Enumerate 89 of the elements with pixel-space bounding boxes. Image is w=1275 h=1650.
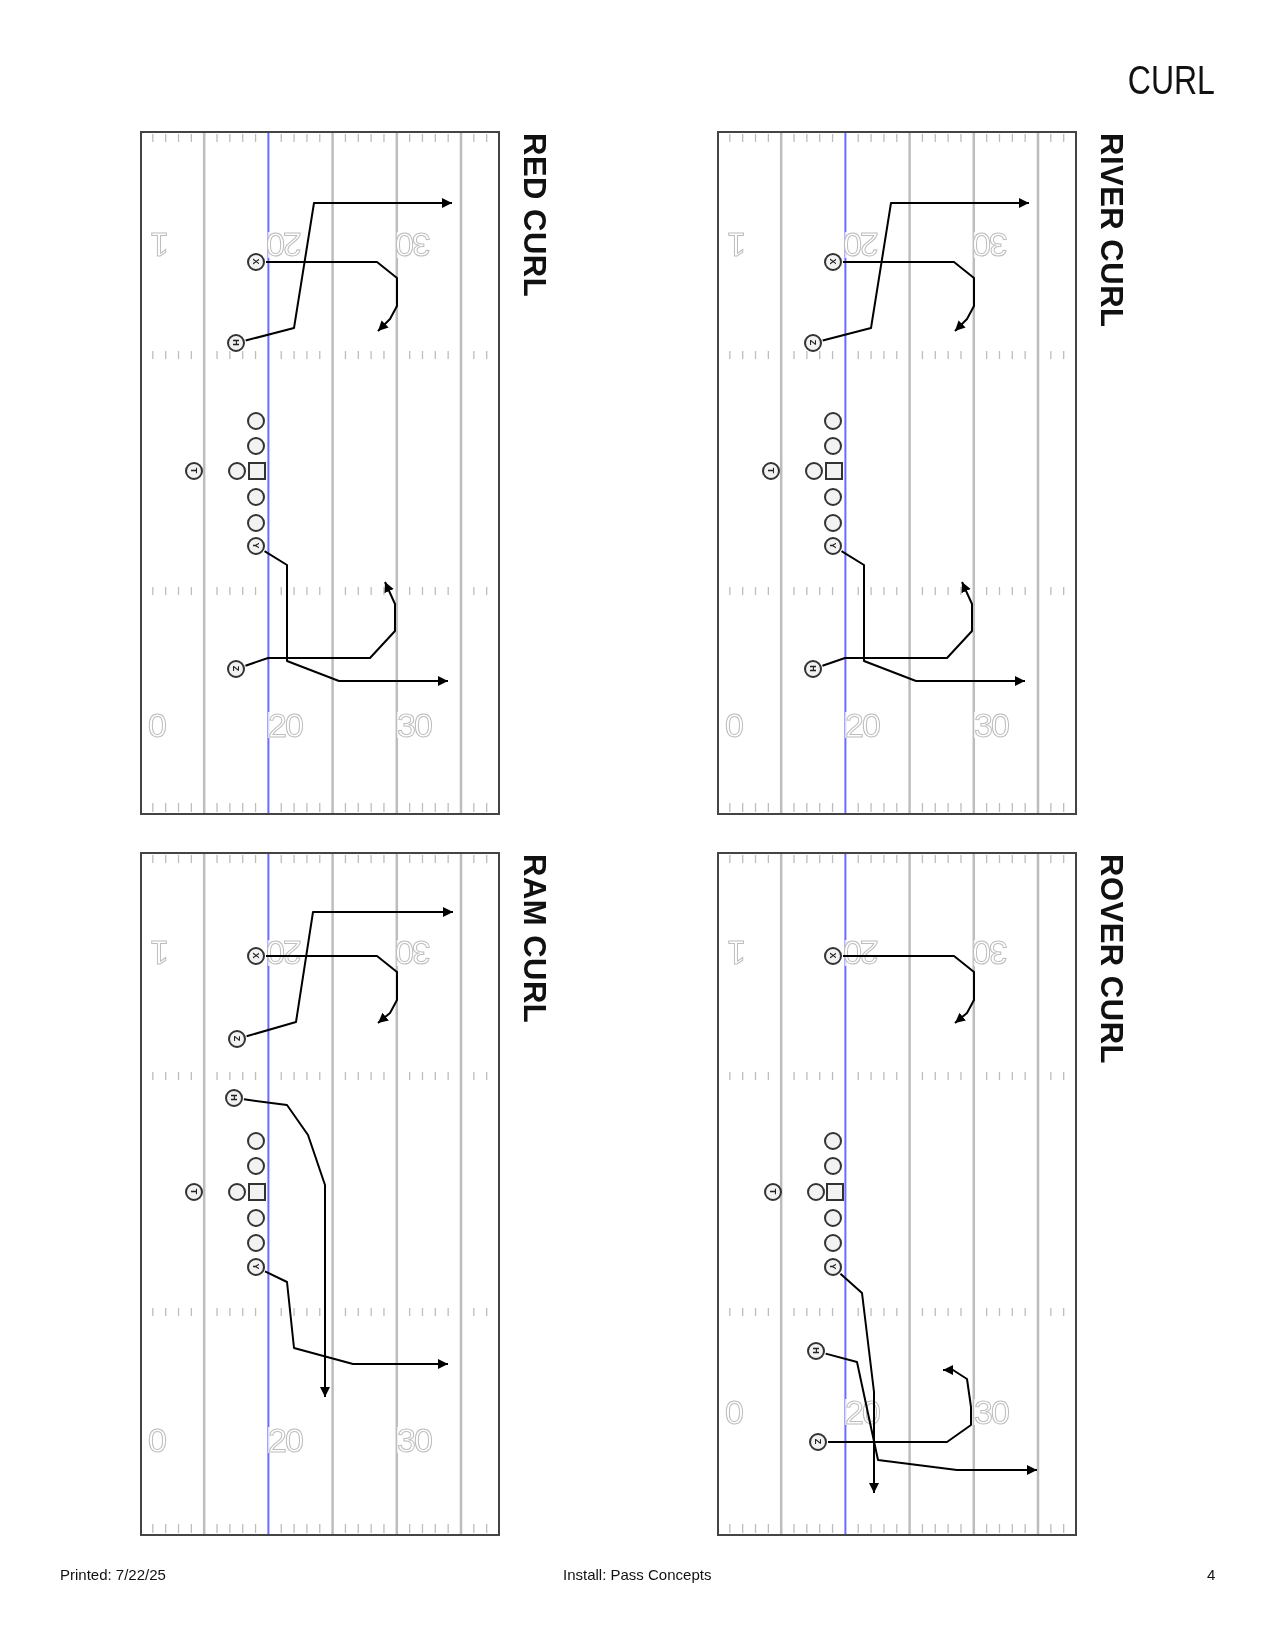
yard-number: 1 — [152, 940, 169, 966]
player-circle: X — [823, 252, 842, 271]
play-title: ROVER CURL — [1093, 854, 1129, 1064]
yard-number: 20 — [845, 232, 879, 258]
route-arrow — [264, 1270, 449, 1369]
route-arrow — [263, 550, 449, 686]
yard-number: 1 — [729, 940, 746, 966]
lineman-circle — [823, 1131, 842, 1150]
footer-text: Printed: 7/22/25 — [60, 1566, 166, 1583]
player-circle: Z — [226, 659, 245, 678]
route-arrow — [245, 907, 454, 1038]
lineman-circle — [823, 436, 842, 455]
page-title: CURL — [1127, 58, 1215, 103]
yard-number: 20 — [268, 232, 302, 258]
yard-number: 0 — [148, 1427, 165, 1453]
yard-number: 30 — [974, 1399, 1008, 1425]
lineman-circle — [823, 1233, 842, 1252]
lineman-circle — [806, 1182, 825, 1201]
route-arrow — [244, 581, 396, 667]
yard-number: 20 — [268, 712, 302, 738]
lineman-circle — [823, 487, 842, 506]
play-title: RAM CURL — [516, 854, 552, 1024]
player-circle: T — [184, 1182, 203, 1201]
lineman-circle — [246, 436, 265, 455]
player-circle: Y — [823, 536, 842, 555]
yard-number: 0 — [148, 712, 165, 738]
yard-number: 1 — [152, 232, 169, 258]
center-square — [824, 461, 843, 480]
player-circle: Y — [246, 1257, 265, 1276]
route-arrow — [265, 261, 398, 332]
player-circle: Z — [227, 1029, 246, 1048]
player-circle: T — [184, 461, 203, 480]
lineman-circle — [246, 1233, 265, 1252]
yard-number: 30 — [974, 232, 1008, 258]
player-circle: T — [761, 461, 780, 480]
route-arrow — [842, 955, 975, 1024]
lineman-circle — [804, 461, 823, 480]
lineman-circle — [246, 487, 265, 506]
route-arrow — [242, 1098, 330, 1398]
yard-number: 0 — [725, 712, 742, 738]
player-circle: X — [246, 252, 265, 271]
center-square — [247, 461, 266, 480]
center-square — [825, 1182, 844, 1201]
route-arrow — [840, 550, 1026, 686]
player-circle: H — [806, 1341, 825, 1360]
footer-text: Install: Pass Concepts — [563, 1566, 712, 1583]
route-arrow — [265, 955, 398, 1024]
lineman-circle — [246, 1156, 265, 1175]
yard-number: 30 — [397, 712, 431, 738]
route-arrow — [821, 198, 1030, 342]
lineman-circle — [246, 513, 265, 532]
lineman-circle — [246, 1131, 265, 1150]
player-circle: X — [823, 946, 842, 965]
lineman-circle — [823, 1156, 842, 1175]
player-circle: T — [763, 1182, 782, 1201]
yard-number: 20 — [845, 712, 879, 738]
play-title: RED CURL — [516, 133, 552, 298]
lineman-circle — [823, 1208, 842, 1227]
yard-number: 20 — [268, 1427, 302, 1453]
lineman-circle — [227, 461, 246, 480]
yard-number: 30 — [974, 712, 1008, 738]
lineman-circle — [246, 1208, 265, 1227]
yard-number: 0 — [725, 1399, 742, 1425]
lineman-circle — [823, 411, 842, 430]
player-circle: Y — [823, 1257, 842, 1276]
yard-number: 30 — [397, 232, 431, 258]
yard-number: 1 — [729, 232, 746, 258]
route-arrow — [842, 261, 975, 332]
yard-number: 30 — [974, 940, 1008, 966]
player-circle: H — [226, 333, 245, 352]
route-arrow — [839, 1272, 879, 1494]
player-circle: Z — [803, 333, 822, 352]
player-circle: H — [803, 659, 822, 678]
footer-text: 4 — [1207, 1566, 1216, 1583]
player-circle: Y — [246, 536, 265, 555]
player-circle: Z — [808, 1432, 827, 1451]
route-arrow — [824, 1352, 1038, 1475]
play-title: RIVER CURL — [1093, 133, 1129, 328]
lineman-circle — [246, 411, 265, 430]
route-arrow — [821, 581, 973, 667]
lineman-circle — [823, 513, 842, 532]
yard-number: 30 — [397, 940, 431, 966]
center-square — [247, 1182, 266, 1201]
route-arrow — [244, 198, 453, 342]
lineman-circle — [227, 1182, 246, 1201]
player-circle: X — [246, 946, 265, 965]
player-circle: H — [224, 1088, 243, 1107]
yard-number: 30 — [397, 1427, 431, 1453]
route-arrow — [827, 1365, 972, 1443]
